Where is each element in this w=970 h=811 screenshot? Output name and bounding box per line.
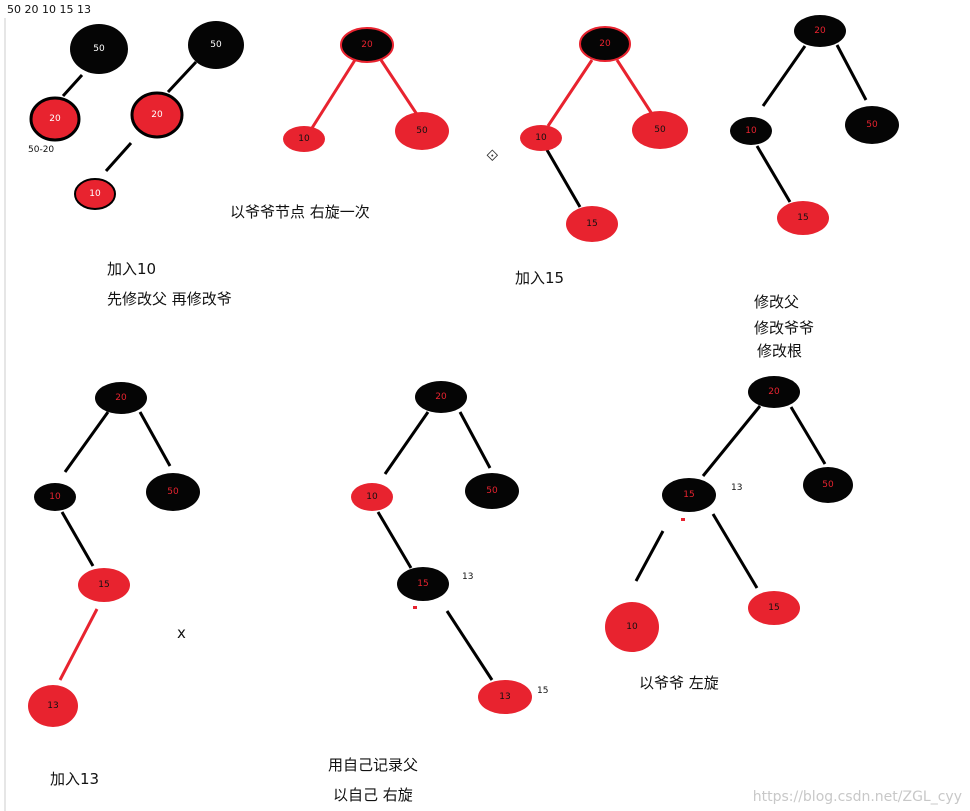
node-d2-root-label: 50 — [210, 40, 222, 50]
node-d6-root-label: 20 — [115, 393, 127, 403]
label-use-self-as-parent: 用自己记录父 — [328, 756, 419, 774]
node-d5-root — [794, 15, 846, 47]
label-recolor-parent-then-grand: 先修改父 再修改爷 — [107, 290, 232, 308]
node-d2-root — [188, 21, 244, 69]
node-d6-root — [95, 382, 147, 414]
watermark: https://blog.csdn.net/ZGL_cyy — [752, 789, 962, 805]
node-d5-root-label: 20 — [814, 26, 826, 36]
node-d7-root — [415, 381, 467, 413]
node-d5-left — [730, 117, 772, 145]
tree-step-6: 20 10 50 15 13 — [28, 382, 200, 727]
node-d3-root — [340, 27, 394, 63]
tree-step-1: 50 20 — [29, 24, 128, 142]
node-d8-left-label: 15 — [683, 490, 694, 500]
label-add-10: 加入10 — [107, 260, 157, 278]
tree-step-3: 20 10 50 — [283, 27, 449, 152]
node-d6-d — [28, 685, 78, 727]
node-d5-leaf — [777, 201, 829, 235]
node-d7-left-label: 10 — [366, 492, 378, 502]
node-d8-right-label: 50 — [822, 480, 834, 490]
node-d4-left — [520, 125, 562, 151]
node-d7-left — [351, 483, 393, 511]
node-d6-right-label: 50 — [167, 487, 179, 497]
node-d2-leaf-label: 10 — [89, 189, 101, 199]
tree-step-8: 20 15 50 10 15 — [605, 376, 853, 652]
paint-bucket-cursor-icon: ⟐ — [486, 146, 499, 165]
node-d1-root-label: 50 — [93, 44, 105, 54]
red-mark — [413, 606, 417, 609]
label-recolor-parent: 修改父 — [754, 293, 800, 311]
node-d8-c — [605, 602, 659, 652]
node-d7-c-label: 15 — [417, 579, 428, 589]
node-d8-left — [662, 478, 716, 512]
node-d5-right — [845, 106, 899, 144]
node-d2-mid-label: 20 — [151, 110, 163, 120]
node-d3-root-label: 20 — [361, 40, 373, 50]
node-d3-right-label: 50 — [416, 126, 428, 136]
side-label-13-a: 13 — [462, 572, 474, 582]
node-d1-left — [29, 96, 81, 142]
label-recolor-grandparent: 修改爷爷 — [754, 319, 815, 337]
node-d4-right — [632, 111, 688, 149]
node-d6-c-label: 15 — [98, 580, 109, 590]
label-add-13: 加入13 — [50, 770, 100, 788]
node-d6-left — [34, 483, 76, 511]
node-d8-d — [748, 591, 800, 625]
note-50-20: 50-20 — [28, 145, 55, 155]
node-d6-left-label: 10 — [49, 492, 61, 502]
node-d7-d — [478, 680, 532, 714]
node-d4-right-label: 50 — [654, 125, 666, 135]
node-d8-c-label: 10 — [626, 622, 638, 632]
node-d4-root-label: 20 — [599, 39, 611, 49]
label-rotate-right-self: 以自己 右旋 — [333, 786, 413, 804]
tree-step-2: 50 20 10 — [74, 21, 244, 210]
x-mark: x — [177, 624, 186, 642]
node-d4-root — [579, 26, 631, 62]
node-d6-right — [146, 473, 200, 511]
node-d4-left-label: 10 — [535, 133, 547, 143]
node-d7-d-label: 13 — [499, 692, 510, 702]
node-d7-right — [465, 473, 519, 509]
node-d2-leaf — [74, 178, 116, 210]
node-d2-mid — [130, 91, 184, 139]
insert-sequence: 50 20 10 15 13 — [7, 3, 91, 16]
label-add-15: 加入15 — [515, 269, 565, 287]
node-d1-root — [70, 24, 128, 74]
tree-step-7: 20 10 50 15 13 — [351, 381, 532, 714]
label-rotate-right-grand: 以爷爷节点 右旋一次 — [230, 203, 370, 221]
node-d6-c — [78, 568, 130, 602]
node-d7-c — [397, 567, 449, 601]
node-d8-d-label: 15 — [768, 603, 779, 613]
node-d5-left-label: 10 — [745, 126, 757, 136]
node-d7-right-label: 50 — [486, 486, 498, 496]
node-d8-right — [803, 467, 853, 503]
node-d5-right-label: 50 — [866, 120, 878, 130]
side-label-15: 15 — [537, 686, 549, 696]
label-recolor-root: 修改根 — [757, 342, 803, 360]
node-d3-left-label: 10 — [298, 134, 310, 144]
side-label-13-b: 13 — [731, 483, 743, 493]
node-d1-left-label: 20 — [49, 114, 61, 124]
node-d6-d-label: 13 — [47, 701, 58, 711]
tree-step-4: 20 10 50 15 — [520, 26, 688, 242]
node-d7-root-label: 20 — [435, 392, 447, 402]
left-margin-rule — [4, 18, 6, 811]
tree-step-5: 20 10 50 15 — [730, 15, 899, 235]
node-d3-left — [283, 126, 325, 152]
node-d8-root-label: 20 — [768, 387, 780, 397]
node-d4-leaf — [566, 206, 618, 242]
label-rotate-left-grand: 以爷爷 左旋 — [639, 674, 719, 692]
node-d4-leaf-label: 15 — [586, 219, 597, 229]
node-d3-right — [395, 112, 449, 150]
node-d8-root — [748, 376, 800, 408]
node-d5-leaf-label: 15 — [797, 213, 808, 223]
